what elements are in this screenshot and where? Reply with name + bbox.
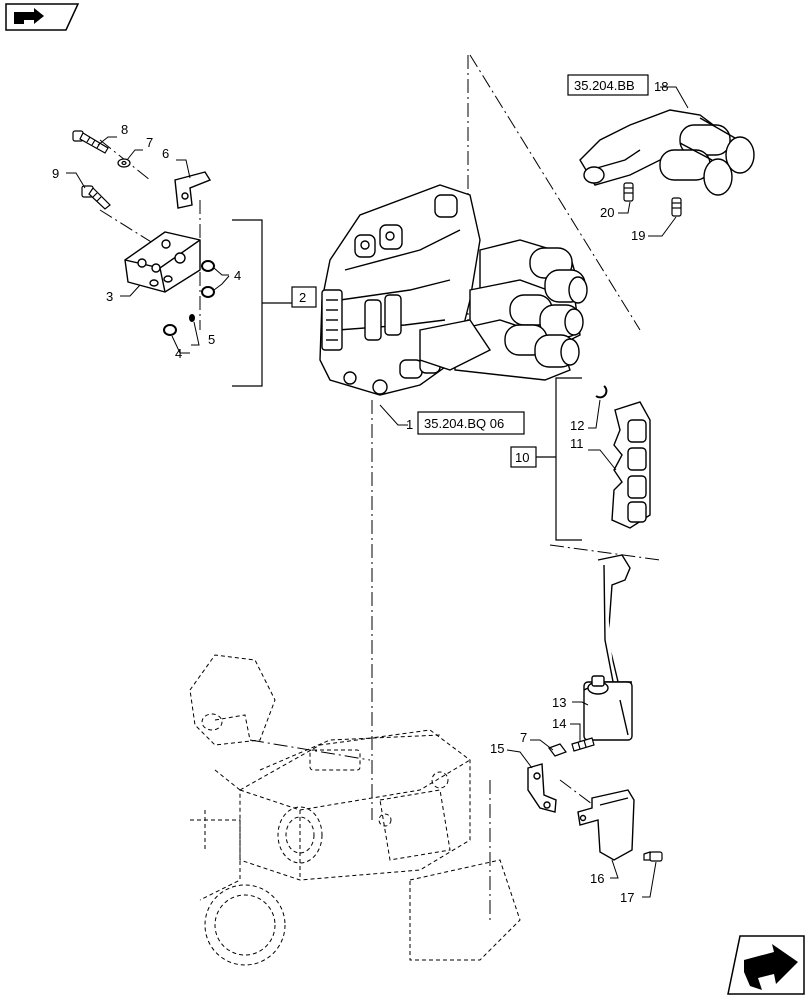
callout-16: 16 [590, 871, 604, 886]
reference-link-35-204-bq-06[interactable]: 35.204.BQ 06 [417, 411, 525, 435]
reservoir-13 [583, 554, 633, 741]
callout-13: 13 [552, 695, 566, 710]
svg-text:35.204.BB: 35.204.BB [574, 78, 635, 93]
pin-5 [189, 314, 195, 322]
callout-7b: 7 [520, 730, 527, 745]
bolt-8 [72, 130, 109, 154]
callout-12: 12 [570, 418, 584, 433]
tractor-chassis-ghost [189, 654, 521, 966]
o-ring-4-upper [201, 260, 215, 298]
callout-box-10 [510, 446, 537, 468]
screw-20 [623, 182, 634, 202]
callout-10: 10 [515, 450, 529, 465]
callout-4b: 4 [175, 346, 182, 361]
screw-14 [571, 737, 595, 752]
bracket-6 [174, 171, 212, 209]
next-arrow-icon [744, 944, 798, 990]
callout-18: 18 [654, 79, 668, 94]
callout-19: 19 [631, 228, 645, 243]
callout-3: 3 [106, 289, 113, 304]
bracket-16 [577, 789, 635, 861]
callout-5: 5 [208, 332, 215, 347]
callout-1: 1 [406, 417, 413, 432]
screw-17 [643, 851, 663, 862]
bolt-9 [81, 185, 111, 210]
coupler-assembly-18 [579, 109, 755, 196]
callout-8: 8 [121, 122, 128, 137]
svg-text:35.204.BQ 06: 35.204.BQ 06 [424, 416, 504, 431]
valve-couplers [419, 239, 588, 381]
washer-7-top [117, 158, 131, 168]
callout-box-2 [291, 286, 317, 308]
callout-2: 2 [299, 290, 306, 305]
snap-ring-12 [595, 385, 608, 399]
callout-11: 11 [570, 436, 584, 451]
callout-6: 6 [162, 146, 169, 161]
next-nav-button[interactable] [727, 935, 805, 995]
back-arrow-icon [14, 8, 44, 24]
callout-15: 15 [490, 741, 504, 756]
screw-19 [671, 197, 682, 217]
washer-7-lower [548, 743, 567, 757]
group-bracket-10 [536, 377, 582, 541]
callout-17: 17 [620, 890, 634, 905]
group-bracket-2 [232, 219, 292, 387]
o-ring-4-lower [163, 324, 177, 336]
callout-4a: 4 [234, 268, 241, 283]
leader-lines [66, 86, 689, 898]
callout-20: 20 [600, 205, 614, 220]
dust-cap-strip-11 [611, 401, 651, 529]
callout-9: 9 [52, 166, 59, 181]
callout-7a: 7 [146, 135, 153, 150]
back-nav-button[interactable] [5, 3, 80, 31]
bracket-15 [527, 763, 557, 813]
callout-14: 14 [552, 716, 566, 731]
cover-plate-3 [124, 231, 201, 293]
reference-link-35-204-bb[interactable]: 35.204.BB [567, 74, 649, 96]
